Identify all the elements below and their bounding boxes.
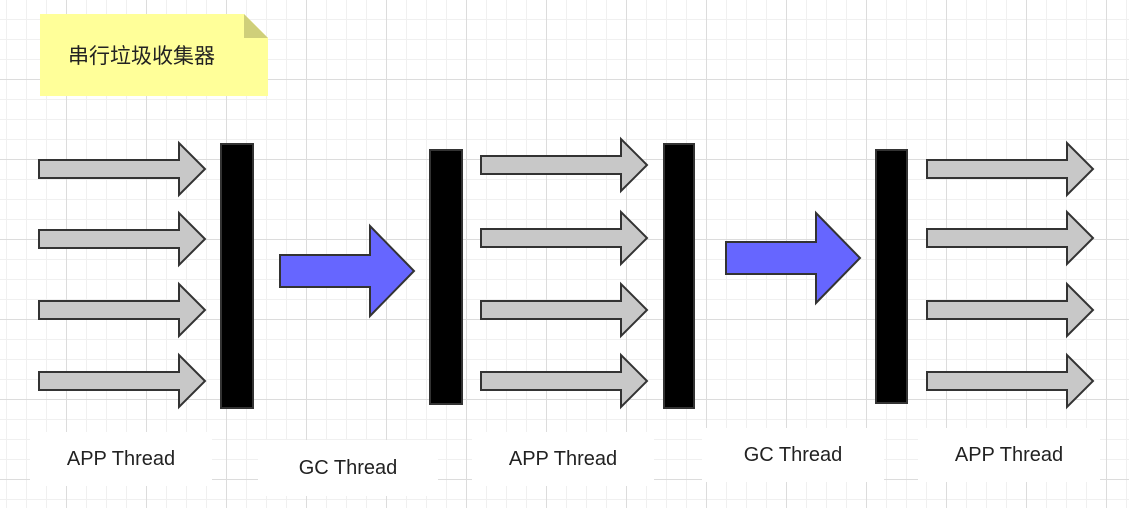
phase-label-app-thread-3: APP Thread [918, 428, 1100, 482]
app-thread-arrows-group-1 [38, 140, 207, 410]
app-thread-arrow [38, 140, 207, 198]
app-thread-arrow [480, 281, 649, 339]
phase-label-gc-thread-2: GC Thread [702, 428, 884, 482]
app-thread-arrow [38, 281, 207, 339]
app-thread-arrow [926, 352, 1095, 410]
app-thread-arrow [926, 281, 1095, 339]
app-thread-arrows-group-2 [480, 136, 649, 410]
phase-label-app-thread-2: APP Thread [472, 432, 654, 486]
app-thread-arrow [38, 210, 207, 268]
app-thread-arrow [480, 352, 649, 410]
gc-thread-arrows-group [279, 210, 862, 319]
app-thread-arrow [926, 209, 1095, 267]
gc-thread-arrow [279, 223, 416, 319]
gc-thread-arrow [725, 210, 862, 306]
app-thread-arrow [480, 136, 649, 194]
sticky-note [40, 14, 268, 96]
safepoint-barrier [663, 143, 695, 409]
phase-label-gc-thread-1: GC Thread [258, 440, 438, 496]
app-thread-arrow [480, 209, 649, 267]
app-thread-arrows-group-3 [926, 140, 1095, 410]
safepoint-barriers-group [220, 143, 908, 409]
app-thread-arrow [926, 140, 1095, 198]
safepoint-barrier [429, 149, 463, 405]
app-thread-arrow [38, 352, 207, 410]
phase-label-app-thread-1: APP Thread [30, 432, 212, 486]
safepoint-barrier [220, 143, 254, 409]
safepoint-barrier [875, 149, 908, 404]
note-title: 串行垃圾收集器 [68, 44, 215, 68]
